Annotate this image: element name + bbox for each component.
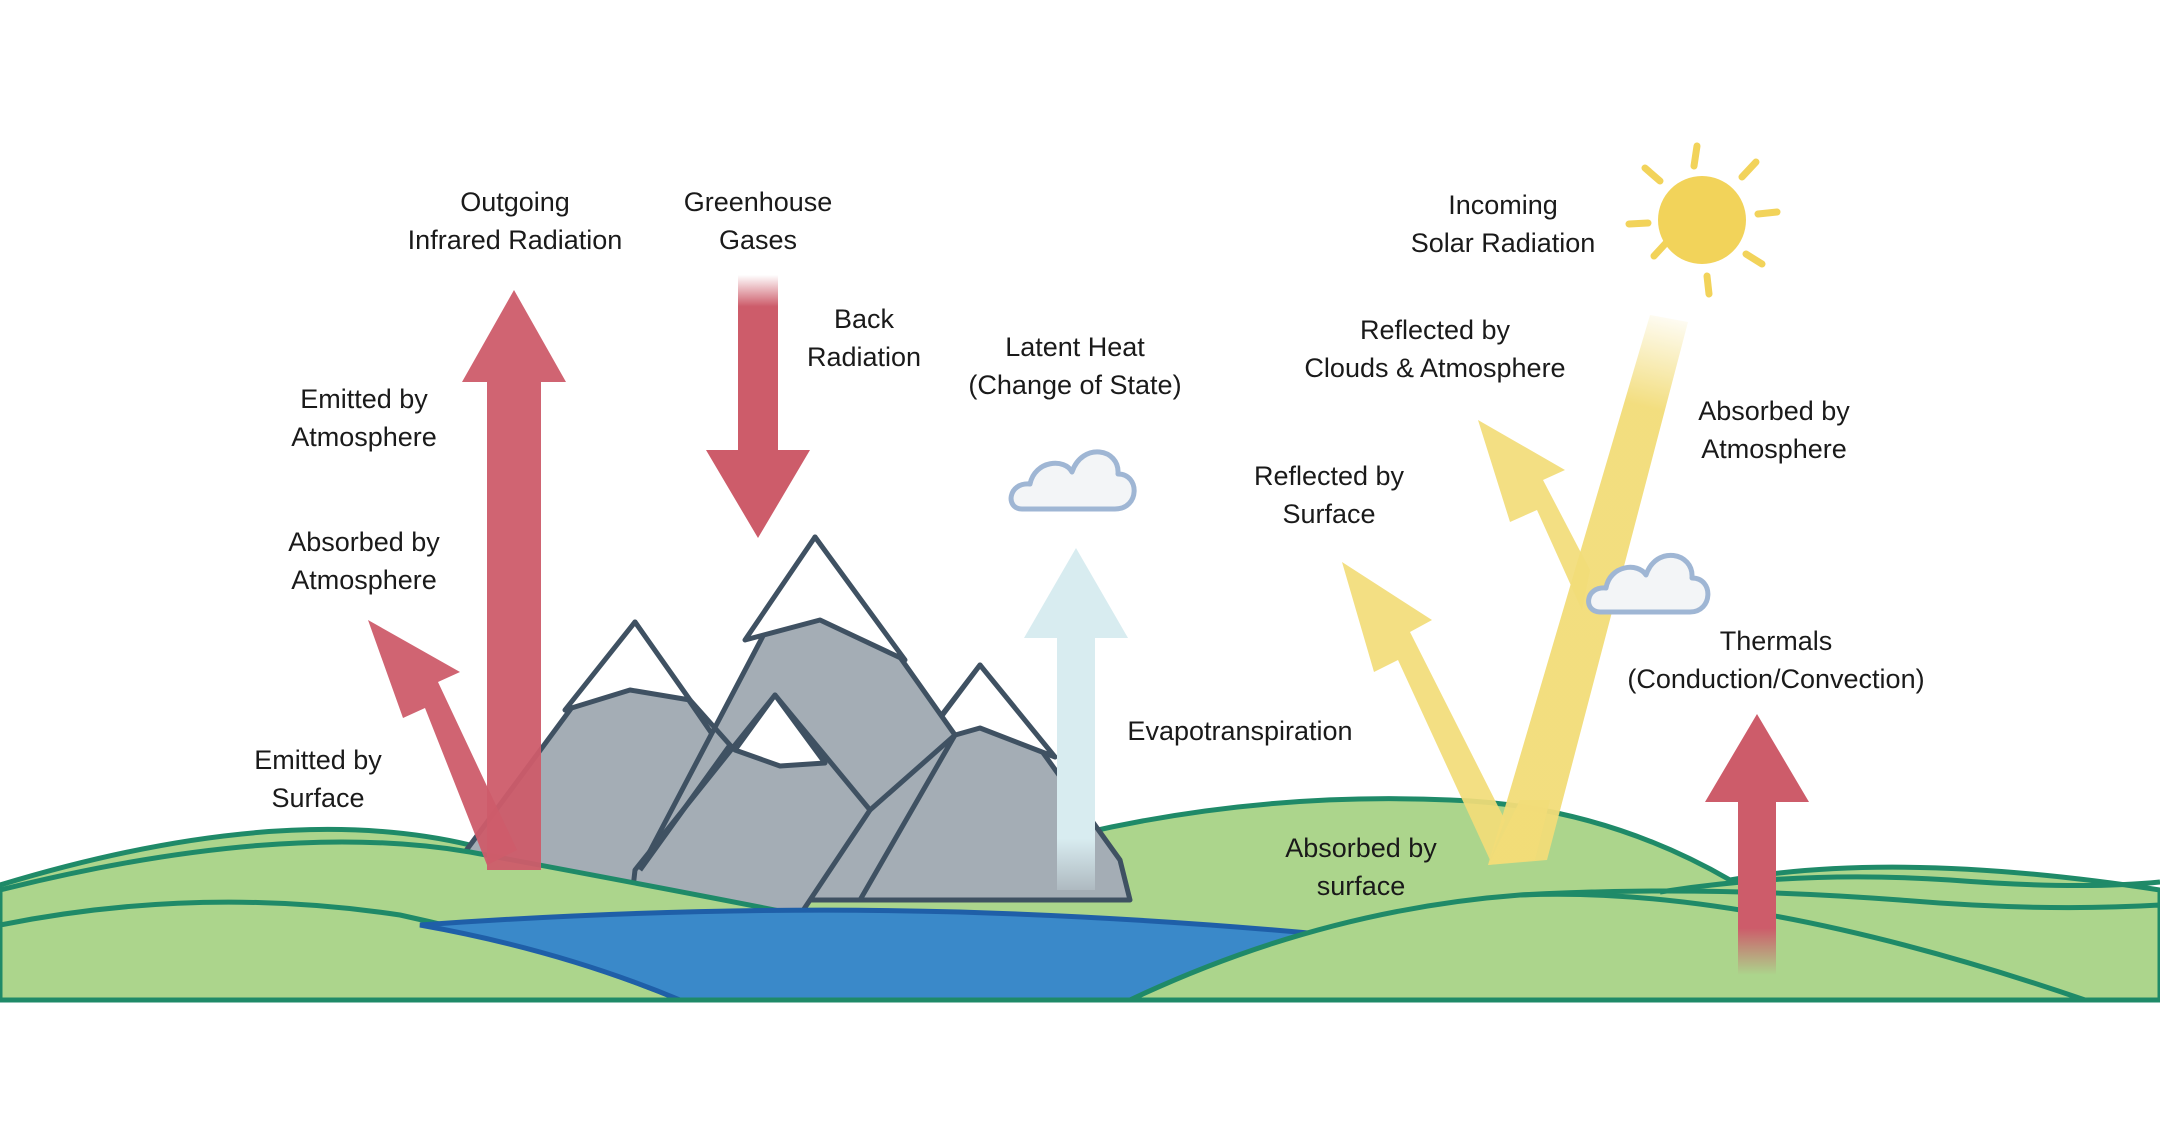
label-line: surface: [1316, 871, 1406, 901]
latent-heat-arrow: [1024, 548, 1128, 890]
back-radiation-arrow: [706, 275, 810, 538]
label-line: Solar Radiation: [1410, 228, 1596, 258]
label-reflected-surface: Reflected by Surface: [1254, 457, 1404, 533]
label-evapotranspiration: Evapotranspiration: [1127, 712, 1352, 750]
emitted-by-surface-arrow: [368, 620, 517, 865]
label-incoming-solar: Incoming Solar Radiation: [1411, 186, 1596, 262]
reflected-by-clouds-arrow: [1478, 420, 1590, 610]
label-line: Incoming: [1448, 190, 1558, 220]
label-line: Reflected by: [1359, 315, 1511, 345]
label-line: Atmosphere: [291, 565, 437, 595]
reflected-by-surface-arrow: [1342, 562, 1505, 860]
label-line: (Conduction/Convection): [1627, 664, 1925, 694]
label-emitted-surface: Emitted by Surface: [254, 741, 382, 817]
label-line: Atmosphere: [291, 422, 437, 452]
label-line: Atmosphere: [1701, 434, 1847, 464]
label-absorbed-atmosphere-left: Absorbed by Atmosphere: [288, 523, 440, 599]
cloud-icon-left: [1008, 449, 1137, 512]
cloud-icon-right: [1586, 553, 1711, 615]
label-reflected-clouds: Reflected by Clouds & Atmosphere: [1304, 311, 1565, 387]
label-line: Absorbed by: [288, 527, 440, 557]
label-line: Outgoing: [460, 187, 570, 217]
label-emitted-atmosphere: Emitted by Atmosphere: [291, 380, 437, 456]
thermals-arrow: [1705, 714, 1809, 975]
label-line: Emitted by: [254, 745, 382, 775]
mountains: [462, 534, 1133, 918]
label-line: Emitted by: [300, 384, 428, 414]
label-line: Clouds & Atmosphere: [1304, 353, 1566, 383]
solar-to-surface-arrow: [1488, 800, 1550, 865]
label-outgoing-infrared: Outgoing Infrared Radiation: [408, 183, 623, 259]
label-line: Surface: [1282, 499, 1376, 529]
sun-icon: [1625, 142, 1781, 298]
label-line: Gases: [718, 225, 798, 255]
label-line: Evapotranspiration: [1127, 716, 1353, 746]
label-greenhouse-gases: Greenhouse Gases: [684, 183, 833, 259]
label-line: Thermals: [1719, 626, 1833, 656]
label-latent-heat: Latent Heat (Change of State): [968, 328, 1181, 404]
label-line: Absorbed by: [1698, 396, 1850, 426]
label-line: Greenhouse: [683, 187, 833, 217]
outgoing-infrared-arrow: [462, 290, 566, 870]
label-line: Surface: [271, 783, 365, 813]
label-line: Reflected by: [1253, 461, 1405, 491]
label-absorbed-surface: Absorbed by surface: [1285, 829, 1437, 905]
label-line: Infrared Radiation: [407, 225, 623, 255]
incoming-solar-arrow: [1488, 315, 1688, 865]
label-line: Back: [833, 304, 895, 334]
label-line: Radiation: [806, 342, 922, 372]
lake: [419, 907, 1339, 1003]
label-back-radiation: Back Radiation: [807, 300, 921, 376]
label-thermals: Thermals (Conduction/Convection): [1627, 622, 1924, 698]
label-line: (Change of State): [968, 370, 1182, 400]
label-line: Latent Heat: [1005, 332, 1145, 362]
label-line: Absorbed by: [1285, 833, 1437, 863]
label-absorbed-atmosphere-right: Absorbed by Atmosphere: [1698, 392, 1850, 468]
